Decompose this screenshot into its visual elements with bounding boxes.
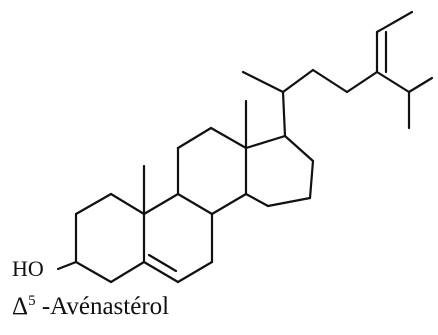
- delta-position: 5: [28, 293, 36, 309]
- ring-b: [142, 164, 214, 284]
- hydroxyl-label: HO: [12, 256, 44, 281]
- delta-symbol: Δ: [12, 293, 29, 320]
- side-chain: [241, 10, 434, 138]
- ring-c: [176, 99, 248, 216]
- compound-name-text: -Avénastérol: [35, 293, 170, 320]
- double-bond-c5-c6: [147, 253, 178, 273]
- compound-name: Δ5 -Avénastérol: [12, 293, 169, 321]
- ring-a: [56, 192, 146, 284]
- ring-d: [244, 134, 315, 208]
